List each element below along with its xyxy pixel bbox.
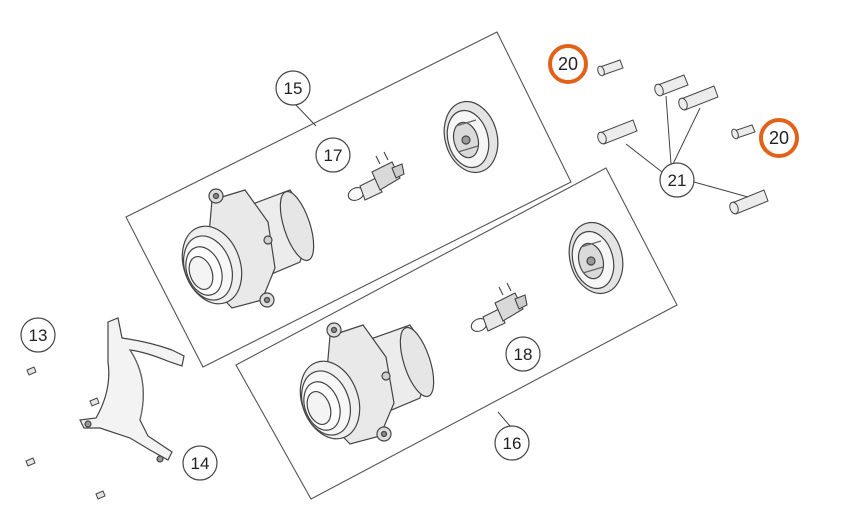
screw-icon bbox=[95, 490, 106, 500]
bracket-icon bbox=[79, 317, 185, 463]
dust-cap-icon bbox=[443, 100, 499, 174]
assembly-frame-16 bbox=[235, 167, 678, 500]
assembly-frame-15 bbox=[125, 31, 572, 368]
callout-20-highlighted: 20 bbox=[759, 118, 799, 158]
dust-cap-icon bbox=[568, 221, 624, 295]
svg-text:13: 13 bbox=[29, 326, 48, 345]
svg-text:17: 17 bbox=[324, 146, 343, 165]
callout-15: 15 bbox=[275, 70, 311, 106]
callout-17: 17 bbox=[315, 137, 351, 173]
screw-icon bbox=[25, 457, 36, 467]
callout-20-highlighted: 20 bbox=[548, 44, 588, 84]
svg-text:20: 20 bbox=[558, 54, 578, 74]
screw-icon bbox=[89, 397, 100, 407]
rubber-bushing-icon bbox=[678, 85, 719, 111]
callout-16: 16 bbox=[494, 425, 530, 461]
svg-text:21: 21 bbox=[668, 171, 687, 190]
rubber-bushing-icon bbox=[654, 74, 689, 97]
svg-text:20: 20 bbox=[769, 128, 789, 148]
callout-14: 14 bbox=[182, 445, 218, 481]
leader-lines bbox=[294, 95, 749, 427]
svg-text:15: 15 bbox=[284, 79, 303, 98]
rubber-bushing-icon bbox=[729, 189, 769, 215]
headlight-housing-icon bbox=[181, 188, 315, 309]
svg-text:18: 18 bbox=[514, 345, 533, 364]
rubber-bushing-icon bbox=[597, 59, 624, 77]
callout-13: 13 bbox=[20, 317, 56, 353]
svg-text:14: 14 bbox=[191, 454, 210, 473]
svg-text:16: 16 bbox=[503, 434, 522, 453]
headlight-bulb-icon bbox=[470, 282, 528, 332]
rubber-bushing-icon bbox=[731, 124, 756, 140]
screw-icon bbox=[26, 366, 37, 376]
callout-21: 21 bbox=[659, 162, 695, 198]
headlight-bulb-icon bbox=[347, 151, 405, 201]
rubber-bushing-icon bbox=[597, 119, 638, 145]
headlight-housing-icon bbox=[299, 322, 435, 445]
callout-18: 18 bbox=[505, 336, 541, 372]
